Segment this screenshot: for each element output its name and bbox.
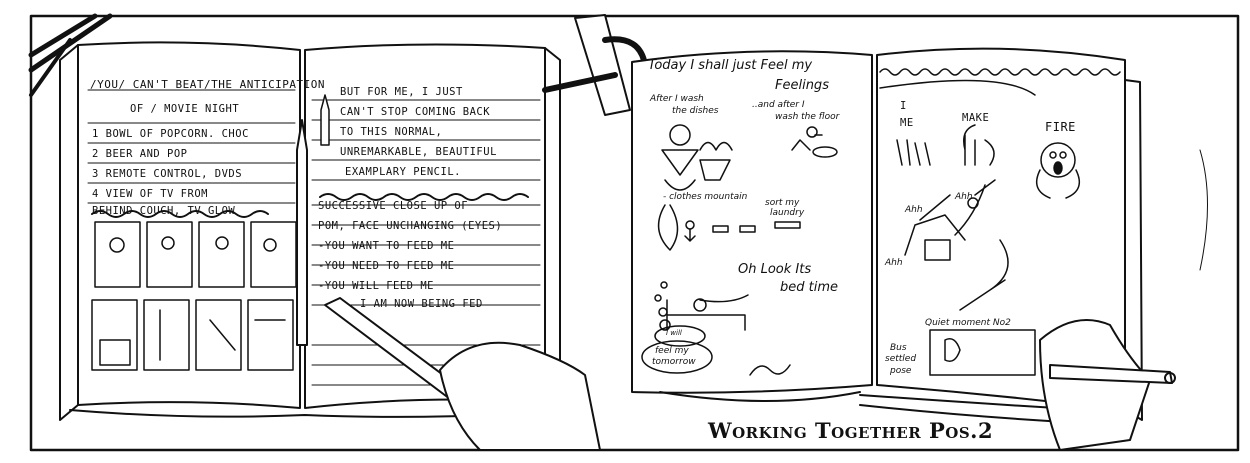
quiet-moment-label: Quiet moment No2 [925, 318, 1011, 328]
strap [29, 38, 72, 97]
journal-note: laundry [770, 208, 805, 218]
doodle-word: I [900, 100, 907, 112]
doodle-word: MAKE [962, 112, 990, 124]
caption: Working Together Pos.2 [708, 418, 994, 443]
strap [28, 13, 113, 73]
note-line: -You will feed me [318, 280, 434, 292]
doodles [641, 124, 1081, 376]
journal-note: Oh Look Its [738, 262, 812, 277]
note-line: -You want to feed me [318, 240, 455, 252]
journal-heading-2: Feelings [775, 78, 829, 93]
note-line: I am now being fed [360, 298, 483, 310]
journal-note: the dishes [672, 106, 719, 116]
note-line: can't stop coming back [340, 106, 491, 118]
panel-border [29, 14, 1240, 452]
list-item: Behind couch, TV glow [92, 205, 236, 217]
thought-bubble-text: feel my [655, 346, 689, 356]
journal-note: wash the floor [775, 112, 840, 122]
journal-note: sort my [765, 198, 800, 208]
list-heading: /You/ Can't Beat/The Anticipation [90, 78, 326, 91]
note-line: Pom, face unchanging (eyes) [318, 220, 503, 232]
side-note: pose [890, 366, 912, 376]
list-heading-2: Of / Movie Night [130, 103, 240, 115]
storyboard-frames [91, 221, 297, 371]
doodle-sound: Ahh [905, 205, 923, 215]
list-item: 4 View of TV from [92, 188, 208, 200]
note-line: examplary pencil. [345, 166, 461, 178]
note-line: to this normal, [340, 126, 443, 138]
doodle-sound: Ahh [885, 258, 903, 268]
list-item: 1 Bowl of Popcorn. Choc [92, 128, 249, 140]
note-line: -You need to feed me [318, 260, 455, 272]
left-notebook [59, 41, 561, 421]
journal-heading: Today I shall just Feel my [648, 58, 813, 73]
thought-bubble-text: I will [666, 329, 682, 337]
note-line: Successive close up of [318, 200, 469, 212]
list-item: 2 Beer and Pop [92, 148, 188, 160]
doodle-word: FIRE [1045, 120, 1076, 134]
journal-note: bed time [780, 280, 839, 295]
tube [574, 14, 631, 116]
journal-note: After I wash [650, 94, 704, 104]
note-line: But for me, I just [340, 86, 463, 98]
hand-right [1039, 319, 1151, 451]
journal-note: ..and after I [752, 100, 805, 110]
doodle-word: ME [900, 117, 914, 129]
journal-note: - clothes mountain [663, 192, 748, 202]
doodle-sound: Ahh [955, 192, 973, 202]
side-note: settled [885, 354, 917, 364]
note-line: unremarkable, beautiful [340, 146, 497, 158]
right-notebook [631, 47, 1143, 426]
pencil [296, 119, 308, 346]
list-item: 3 Remote Control, DVDs [92, 168, 243, 180]
hand [439, 341, 601, 451]
side-note: Bus [890, 343, 907, 353]
thought-bubble-text: tomorrow [652, 357, 696, 367]
